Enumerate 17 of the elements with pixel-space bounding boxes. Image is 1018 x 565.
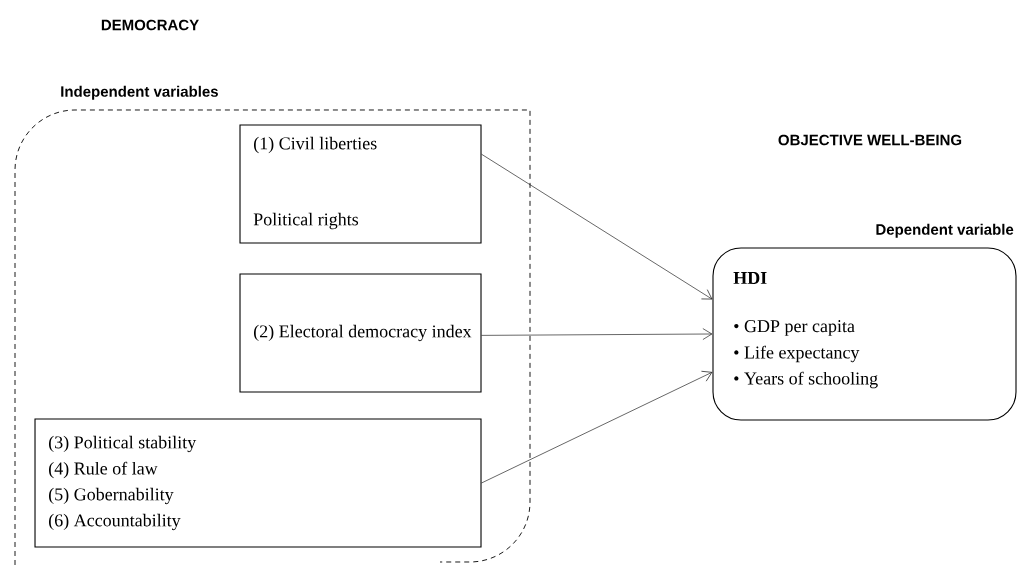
arrow [481, 370, 713, 484]
box-title: HDI [733, 272, 767, 284]
box-text: (2) Electoral democracy index [254, 324, 472, 342]
box-text: (5) Gobernability [49, 487, 174, 505]
bullet-item: • Life expectancy [734, 345, 860, 363]
box-text: (1) Civil liberties [254, 136, 377, 154]
box-text: (3) Political stability [49, 435, 197, 453]
bullet-item: • GDP per capita [734, 320, 855, 336]
box-text: Political rights [253, 212, 359, 230]
arrow [481, 153, 713, 300]
bullet-item: • Years of schooling [734, 371, 878, 389]
arrow [481, 328, 713, 340]
heading: DEMOCRACY [101, 19, 199, 31]
box-heading: Dependent variable [876, 223, 1014, 238]
heading: OBJECTIVE WELL-BEING [778, 134, 962, 146]
box-text: (6) Accountability [49, 513, 181, 531]
box-text: (4) Rule of law [49, 461, 158, 479]
